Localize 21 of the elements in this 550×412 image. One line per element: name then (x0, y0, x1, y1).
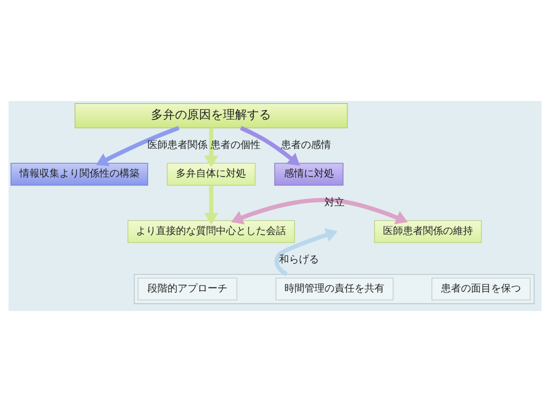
node-box: 情報収集より関係性の構築 (10, 162, 148, 186)
edge-label: 患者の個性 (210, 140, 261, 151)
cluster (134, 274, 535, 304)
arrow (231, 198, 408, 224)
node-box: 多弁自体に対処 (166, 162, 256, 186)
edge-label: 和らげる (279, 254, 320, 266)
arrow (204, 185, 218, 225)
edge-label: 患者の感情 (280, 140, 331, 151)
edge-label: 対立 (324, 197, 345, 208)
edge-label: 医師患者関係 (147, 140, 208, 151)
node-box: 感情に対処 (274, 162, 344, 186)
node-box: 時間管理の責任を共有 (276, 278, 394, 300)
node-box: 患者の面目を保つ (432, 278, 531, 300)
arrow (240, 126, 300, 166)
node-box: 医師患者関係の維持 (374, 220, 482, 244)
node-box: より直接的な質問中心とした会話 (127, 220, 295, 244)
node-box: 段階的アプローチ (138, 278, 238, 300)
arrow (204, 128, 218, 168)
node-box: 多弁の原因を理解する (74, 103, 348, 128)
arrow (274, 228, 338, 276)
arrow (96, 126, 180, 166)
